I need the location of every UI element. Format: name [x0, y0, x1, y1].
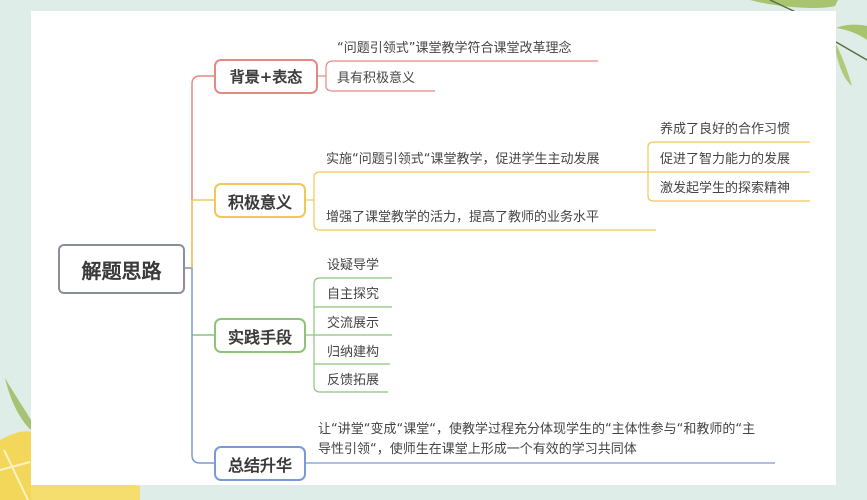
leaf-node[interactable]: 反馈拓展 [327, 373, 380, 388]
branch-node-background[interactable]: 背景+表态 [214, 59, 318, 94]
leaf-node[interactable]: “问题引领式”课堂教学符合课堂改革理念 [337, 41, 572, 56]
leaf-node[interactable]: 养成了良好的合作习惯 [660, 122, 791, 137]
branch-node-significance[interactable]: 积极意义 [214, 183, 306, 218]
leaf-node[interactable]: 激发起学生的探索精神 [660, 181, 791, 196]
branch-node-practice[interactable]: 实践手段 [214, 318, 306, 353]
root-node[interactable]: 解题思路 [58, 244, 185, 294]
leaf-node[interactable]: 增强了课堂教学的活力，提高了教师的业务水平 [326, 210, 600, 225]
leaf-node[interactable]: 自主探究 [327, 287, 380, 302]
leaf-node[interactable]: 归纳建构 [327, 345, 380, 360]
leaf-node[interactable]: 促进了智力能力的发展 [660, 152, 791, 167]
leaf-node[interactable]: 设疑导学 [327, 258, 380, 273]
root-label: 解题思路 [81, 258, 162, 283]
leaf-node[interactable]: 交流展示 [327, 316, 380, 331]
leaf-node[interactable]: 具有积极意义 [337, 71, 416, 86]
branch-node-summary[interactable]: 总结升华 [214, 446, 306, 481]
leaf-node[interactable]: 让“讲堂“变成“课堂“，使教学过程充分体现学生的“主体性参与“和教师的“主导性引… [318, 422, 756, 457]
leaf-node[interactable]: 实施“问题引领式“课堂教学，促进学生主动发展 [326, 152, 600, 167]
